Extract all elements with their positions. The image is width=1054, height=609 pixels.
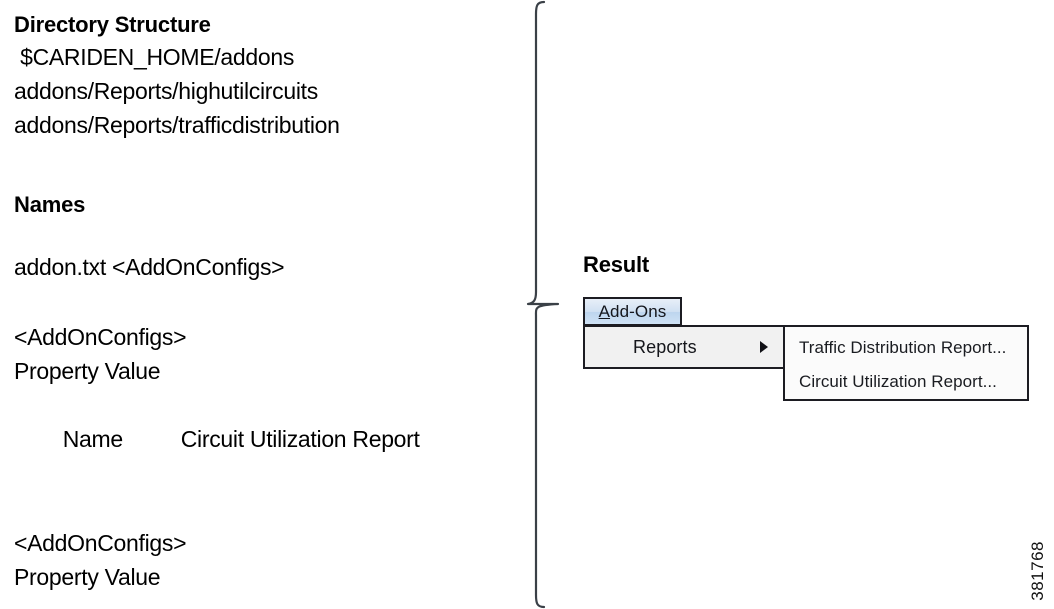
result-heading: Result — [583, 252, 650, 277]
chevron-right-icon — [760, 341, 768, 353]
addon-config-block: <AddOnConfigs> Property Value NameTraffi… — [14, 526, 484, 609]
addon-config-block: <AddOnConfigs> Property Value Name Circui… — [14, 320, 484, 490]
config-property-row: NameTraffic Distribution Report — [14, 594, 484, 609]
config-property-row: Name Circuit Utilization Report — [14, 388, 484, 490]
curly-brace-connector — [526, 0, 560, 609]
add-ons-dropdown-panel: Reports — [583, 325, 786, 369]
submenu-item-label: Circuit Utilization Report... — [799, 372, 997, 391]
menubar-add-ons-button[interactable]: Add-Ons — [583, 297, 682, 326]
documentation-column: Directory Structure $CARIDEN_HOME/addons… — [14, 10, 484, 609]
config-property-key: Name — [62, 426, 123, 452]
addon-file-line: addon.txt <AddOnConfigs> — [14, 254, 285, 280]
section-spacer — [14, 490, 484, 526]
reports-submenu-panel: Traffic Distribution Report... Circuit U… — [783, 325, 1029, 401]
config-tag: <AddOnConfigs> — [14, 324, 187, 350]
submenu-item-label: Traffic Distribution Report... — [799, 338, 1007, 357]
submenu-item-traffic-distribution-report[interactable]: Traffic Distribution Report... — [785, 331, 1027, 365]
section-spacer — [14, 142, 484, 190]
section-spacer — [14, 220, 484, 250]
menubar-add-ons-label: Add-Ons — [599, 302, 667, 322]
figure-id-number: 381768 — [1028, 541, 1047, 601]
config-column-header: Property Value — [14, 358, 161, 384]
config-property-value: Circuit Utilization Report — [180, 426, 420, 452]
config-tag: <AddOnConfigs> — [14, 530, 187, 556]
menubar-accelerator-letter: A — [598, 301, 611, 321]
directory-structure-heading: Directory Structure — [14, 12, 211, 37]
result-section: Result Add-Ons Reports Traffic Distribut… — [583, 252, 1043, 417]
section-spacer — [14, 284, 484, 320]
directory-path-line: addons/Reports/highutilcircuits — [14, 78, 318, 104]
submenu-item-circuit-utilization-report[interactable]: Circuit Utilization Report... — [785, 365, 1027, 399]
config-column-header: Property Value — [14, 564, 161, 590]
menu-screenshot: Add-Ons Reports Traffic Distribution Rep… — [583, 297, 1043, 417]
names-heading: Names — [14, 192, 86, 217]
menubar-label-rest: dd-Ons — [610, 301, 667, 321]
directory-path-line: addons/Reports/trafficdistribution — [14, 112, 340, 138]
directory-path-line: $CARIDEN_HOME/addons — [14, 44, 295, 70]
menu-item-reports[interactable]: Reports — [585, 327, 784, 367]
menu-item-reports-label: Reports — [633, 336, 697, 357]
